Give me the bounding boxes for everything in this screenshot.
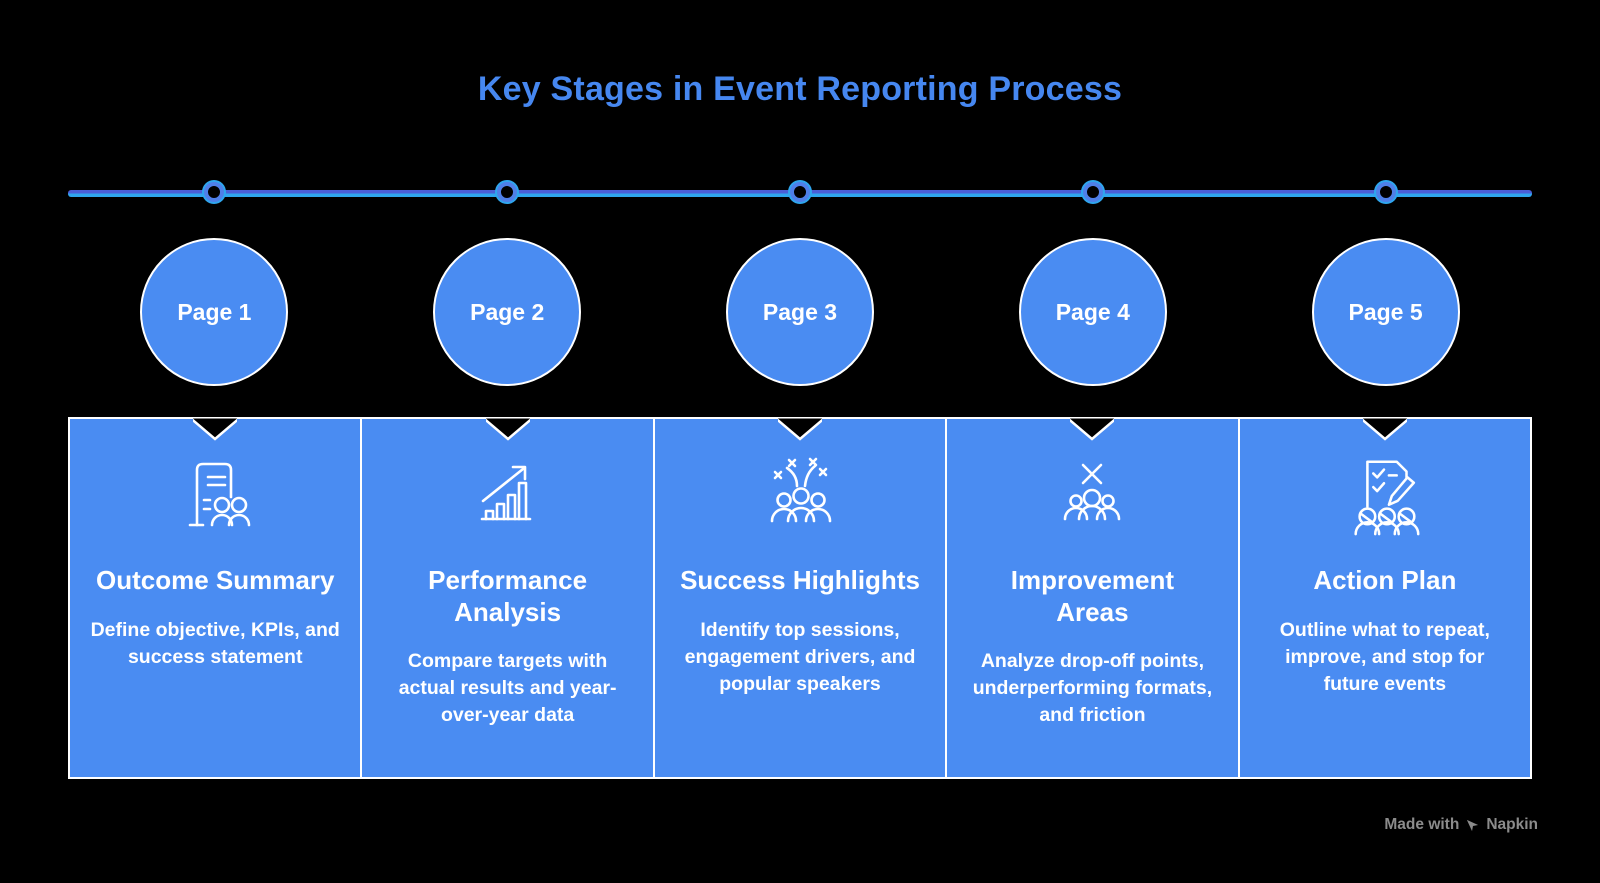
napkin-logo-icon [1467,819,1479,831]
card-title: Outcome Summary [96,565,335,595]
timeline-nodes-row [68,182,1532,202]
card-title: Action Plan [1313,565,1457,595]
stage-circle-page-1: Page 1 [140,238,289,386]
card-description: Outline what to repeat, improve, and sto… [1279,618,1490,695]
timeline-node-icon [1082,182,1103,202]
card-description: Analyze drop-off points, underperforming… [972,650,1213,727]
celebration-audience-icon [760,453,840,533]
watermark-prefix: Made with [1384,816,1460,833]
stage-card-action-plan: Action Plan Outline what to repeat, impr… [1239,418,1531,777]
watermark-brand: Napkin [1486,816,1538,833]
card-description: Identify top sessions, engagement driver… [684,618,916,695]
stage-circle-page-2: Page 2 [433,238,582,386]
excluded-audience-icon [1052,453,1132,533]
card-notch [485,418,530,441]
timeline-node-icon [1375,182,1396,202]
stage-page-label: Page 4 [1055,298,1130,325]
timeline-node-icon [789,182,810,202]
stage-page-label: Page 2 [470,298,545,325]
stage-cards-row: Outcome Summary Define objective, KPIs, … [68,417,1532,779]
stage-circles-row: Page 1 Page 2 Page 3 Page 4 Page 5 [68,238,1532,386]
card-notch [778,418,823,441]
card-description: Compare targets with actual results and … [398,650,617,727]
report-with-people-icon [175,453,255,533]
card-title: Improvement Areas [1010,565,1175,627]
timeline-node-icon [497,182,518,202]
card-title: Success Highlights [680,565,920,595]
growth-bar-chart-icon [468,453,548,533]
stage-page-label: Page 5 [1348,298,1423,325]
stage-circle-page-4: Page 4 [1018,238,1167,386]
checklist-pencil-audience-icon [1341,453,1429,536]
card-title: Performance Analysis [428,565,588,627]
stage-circle-page-3: Page 3 [725,238,874,386]
card-notch [193,418,238,441]
card-notch [1070,418,1115,441]
card-description: Define objective, KPIs, and success stat… [90,618,340,668]
page-title: Key Stages in Event Reporting Process [477,70,1123,108]
timeline-node-icon [204,182,225,202]
card-notch [1362,418,1407,441]
stage-card-performance-analysis: Performance Analysis Compare targets wit… [362,418,655,777]
stage-card-success-highlights: Success Highlights Identify top sessions… [654,418,948,777]
stage-card-improvement-areas: Improvement Areas Analyze drop-off point… [947,418,1240,777]
stage-page-label: Page 1 [177,298,252,325]
stage-page-label: Page 3 [762,298,838,325]
stage-card-outcome-summary: Outcome Summary Define objective, KPIs, … [70,418,363,777]
made-with-napkin-watermark: Made with Napkin [1384,816,1538,834]
stage-circle-page-5: Page 5 [1311,238,1460,386]
